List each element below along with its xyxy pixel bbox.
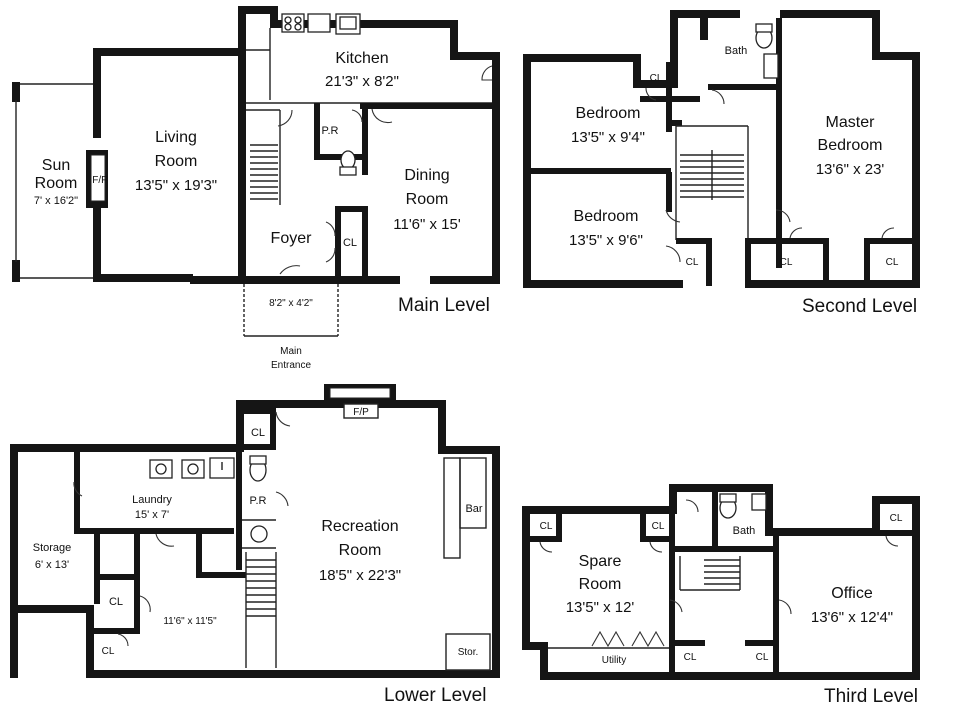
sun-room-name-2: Room — [35, 175, 78, 192]
recreation-room-name: Recreation — [321, 518, 398, 535]
entrance-name-2: Entrance — [271, 360, 311, 371]
dining-room-name: Dining — [404, 167, 449, 184]
living-room-dims: 13'5" x 19'3" — [135, 177, 217, 194]
lower-closet-top-label: CL — [251, 427, 265, 439]
third-bath-label: Bath — [733, 525, 756, 537]
laundry-dims: 15' x 7' — [135, 509, 169, 521]
main-level-plan — [12, 6, 500, 337]
main-closet-label: CL — [343, 237, 357, 249]
entrance-dims: 8'2" x 4'2" — [269, 298, 313, 309]
second-level-title: Second Level — [802, 296, 917, 317]
storage-dims: 6' x 13' — [35, 559, 69, 571]
second-closet-master-left-label: CL — [780, 257, 793, 268]
second-bath-label: Bath — [725, 45, 748, 57]
spare-room-dims: 13'5" x 12' — [566, 599, 635, 616]
bedroom-one-dims: 13'5" x 9'4" — [571, 129, 645, 146]
recreation-room-dims: 18'5" x 22'3" — [319, 567, 401, 584]
foyer-name: Foyer — [271, 230, 313, 247]
dining-room-name-2: Room — [406, 191, 449, 208]
recreation-room-name-2: Room — [339, 542, 382, 559]
bedroom-one-name: Bedroom — [576, 105, 641, 122]
bar-label: Bar — [465, 503, 482, 515]
lower-level-title: Lower Level — [384, 685, 486, 706]
bedroom-two-dims: 13'5" x 9'6" — [569, 232, 643, 249]
storage-name: Storage — [33, 542, 72, 554]
lower-closet-hall-label: CL — [109, 596, 123, 608]
stor-label: Stor. — [458, 647, 479, 658]
living-room-name: Living — [155, 129, 197, 146]
spare-room-name: Spare — [579, 553, 622, 570]
bedroom-two-name: Bedroom — [574, 208, 639, 225]
sun-room-dims: 7' x 16'2" — [34, 195, 78, 207]
laundry-name: Laundry — [132, 494, 172, 506]
lower-fireplace-label: F/P — [353, 407, 369, 418]
third-closet-spare-left-label: CL — [540, 521, 553, 532]
main-fireplace-label: F/P — [92, 175, 108, 186]
kitchen-dims: 21'3" x 8'2" — [325, 73, 399, 90]
main-powder-room-label: P.R — [322, 125, 339, 137]
office-name: Office — [831, 585, 873, 602]
lower-powder-room-label: P.R — [250, 495, 267, 507]
third-level-title: Third Level — [824, 686, 918, 707]
second-closet-master-right-label: CL — [886, 257, 899, 268]
spare-room-name-2: Room — [579, 576, 622, 593]
second-closet-stairs-label: CL — [686, 257, 699, 268]
entrance-name: Main — [280, 346, 302, 357]
kitchen-name: Kitchen — [335, 50, 388, 67]
lower-hall-dims: 11'6" x 11'5" — [163, 616, 217, 627]
third-level-plan — [522, 484, 920, 680]
dining-room-dims: 11'6" x 15' — [393, 216, 461, 233]
third-closet-office-label: CL — [890, 513, 903, 524]
lower-closet-corner-label: CL — [102, 646, 115, 657]
master-bedroom-name-2: Bedroom — [818, 137, 883, 154]
sun-room-name: Sun — [42, 157, 70, 174]
second-level-plan — [523, 10, 920, 288]
utility-label: Utility — [602, 655, 626, 666]
master-bedroom-name: Master — [826, 114, 876, 131]
third-closet-hall-left-label: CL — [684, 652, 697, 663]
lower-level-plan — [10, 384, 500, 678]
third-closet-spare-right-label: CL — [652, 521, 665, 532]
third-closet-hall-right-label: CL — [756, 652, 769, 663]
second-closet-top-label: CL — [650, 73, 663, 84]
living-room-name-2: Room — [155, 153, 198, 170]
master-bedroom-dims: 13'6" x 23' — [816, 161, 885, 178]
office-dims: 13'6" x 12'4" — [811, 609, 893, 626]
main-level-title: Main Level — [398, 295, 490, 316]
